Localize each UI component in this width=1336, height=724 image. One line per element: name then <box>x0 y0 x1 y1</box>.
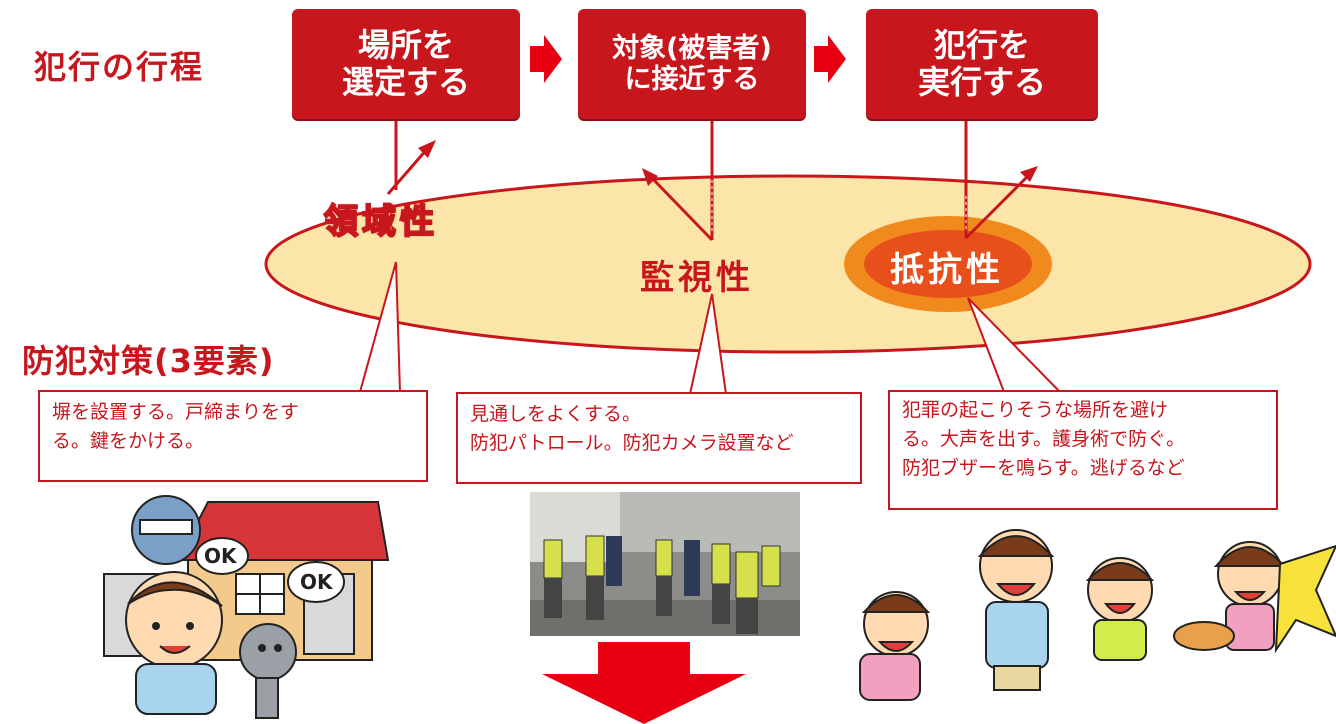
stage-3-line-1: 犯行を <box>933 26 1030 65</box>
callout-territoriality-line-2: る。鍵をかける。 <box>52 430 205 452</box>
stage-approach-target: 対象(被害者) に接近する <box>578 9 806 119</box>
callout-resistance-line-1: 犯罪の起こりそうな場所を避け <box>902 399 1169 421</box>
stage-select-location: 場所を 選定する <box>292 9 520 119</box>
element-resistance-label: 抵抗性 <box>890 250 1004 290</box>
stage-arrow-2 <box>814 35 846 83</box>
element-territoriality-label: 領域性 <box>323 201 438 243</box>
callout-surveillance-line-1: 見通しをよくする。 <box>470 403 642 425</box>
callout-resistance-line-2: る。大声を出す。護身術で防ぐ。 <box>902 428 1186 450</box>
measures-title: 防犯対策(3要素) <box>22 342 275 380</box>
element-surveillance-label: 監視性 <box>640 258 754 298</box>
house-ok-bubble-2: OK <box>300 570 333 594</box>
kids-illustration <box>859 529 1336 701</box>
patrol-photo <box>530 492 800 636</box>
resistance-inner-ellipse <box>864 230 1032 298</box>
process-title: 犯行の行程 <box>34 48 205 86</box>
stage-1-line-1: 場所を <box>357 26 454 65</box>
house-ok-bubble-1: OK <box>204 544 237 568</box>
stage-2-line-2: に接近する <box>624 64 760 95</box>
callout-surveillance: 見通しをよくする。 防犯パトロール。防犯カメラ設置など <box>456 392 862 484</box>
stage-2-line-1: 対象(被害者) <box>612 32 772 64</box>
callout-resistance-line-3: 防犯ブザーを鳴らす。逃げるなど <box>902 457 1185 479</box>
callout-surveillance-line-2: 防犯パトロール。防犯カメラ設置など <box>470 432 794 454</box>
crime-prevention-ellipse <box>264 174 1312 354</box>
down-arrow <box>542 642 746 724</box>
callout-resistance: 犯罪の起こりそうな場所を避け る。大声を出す。護身術で防ぐ。 防犯ブザーを鳴らす… <box>888 390 1278 510</box>
callout-territoriality: 塀を設置する。戸締まりをす る。鍵をかける。 <box>38 390 428 482</box>
stage-1-line-2: 選定する <box>341 63 470 101</box>
stage-commit-crime: 犯行を 実行する <box>866 9 1098 119</box>
callout-territoriality-line-1: 塀を設置する。戸締まりをす <box>52 401 300 423</box>
stage-3-line-2: 実行する <box>917 63 1046 101</box>
element-arrows <box>386 140 1038 242</box>
house-illustration <box>103 495 390 719</box>
stage-arrow-1 <box>530 35 562 83</box>
